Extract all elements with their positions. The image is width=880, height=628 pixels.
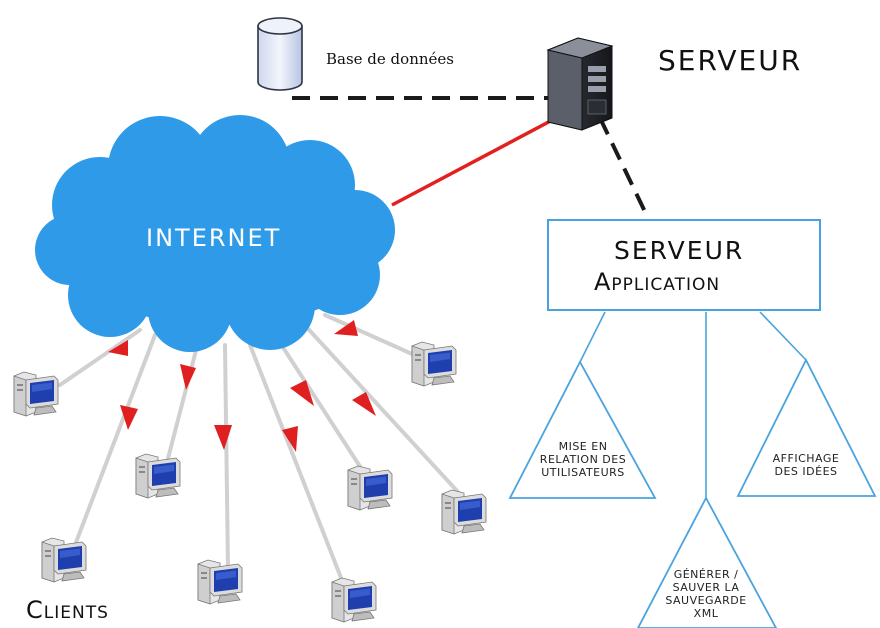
module-triangle-relation (508, 360, 657, 499)
server-tower-icon (546, 37, 614, 131)
arrow-icon (180, 364, 196, 390)
arrow-icon (120, 405, 138, 430)
client-link-3 (163, 333, 202, 472)
arrow-icon (352, 392, 376, 416)
client-link-2 (73, 333, 157, 547)
client-link-4 (223, 343, 230, 572)
module-line: AFFICHAGE (772, 452, 840, 465)
server-label: SERVEUR (658, 44, 803, 77)
module-label-relation: MISE EN RELATION DES UTILISATEURS (520, 440, 646, 479)
arrow-icon (334, 320, 358, 336)
module-line: GÉNÉRER / (673, 568, 739, 581)
client-links (58, 313, 472, 590)
module-label-generer: GÉNÉRER / SAUVER LA SAUVEGARDE XML (646, 568, 766, 620)
computer-monitor-icon (411, 341, 457, 387)
database-cylinder-icon (257, 17, 303, 91)
arrow-icon (282, 426, 298, 452)
client-link-7 (298, 318, 472, 507)
module-connectors (579, 311, 807, 498)
internet-server-link (391, 115, 559, 207)
app-server-subtitle: Application (594, 268, 721, 296)
traffic-arrows (108, 320, 376, 452)
module-triangle-generer (636, 496, 778, 628)
arrow-icon (108, 340, 128, 356)
internet-label: INTERNET (146, 224, 282, 252)
module-line: XML (693, 607, 719, 620)
module-line: SAUVER LA (672, 581, 740, 594)
module-line: SAUVEGARDE (665, 594, 747, 607)
client-link-5 (248, 343, 347, 590)
computer-monitor-icon (331, 577, 377, 623)
module-line: MISE EN (558, 440, 608, 453)
computer-monitor-icon (197, 559, 243, 605)
client-computers (13, 341, 487, 623)
client-link-6 (273, 333, 372, 484)
computer-monitor-icon (41, 537, 87, 583)
app-server-title: SERVEUR (614, 236, 745, 265)
arrow-icon (290, 380, 314, 406)
clients-label: Clients (26, 596, 109, 624)
module-line: RELATION DES (539, 453, 627, 466)
computer-monitor-icon (13, 371, 59, 417)
module-line: DES IDÉES (774, 465, 838, 478)
module-label-affichage: AFFICHAGE DES IDÉES (748, 452, 864, 478)
computer-monitor-icon (441, 489, 487, 535)
database-label: Base de données (326, 50, 454, 68)
server-appserver-link (598, 117, 650, 219)
computer-monitor-icon (135, 453, 181, 499)
app-server-box (547, 219, 821, 311)
client-link-1 (58, 328, 142, 387)
computer-monitor-icon (347, 465, 393, 511)
arrow-icon (214, 425, 232, 450)
module-triangle-affichage (736, 357, 877, 497)
module-line: UTILISATEURS (541, 466, 625, 479)
internet-cloud (35, 115, 395, 352)
